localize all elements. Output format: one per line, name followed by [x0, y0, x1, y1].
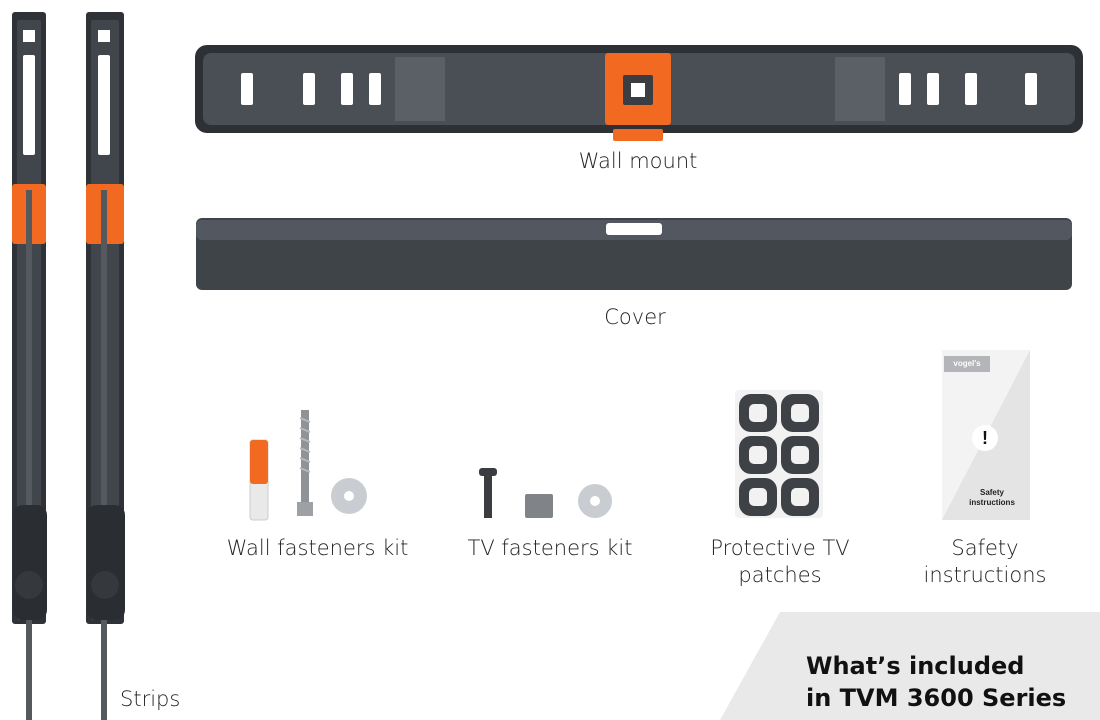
tv-fasteners-image [479, 468, 612, 518]
wall-fasteners-label: Wall fasteners kit [226, 536, 409, 560]
exclamation-icon: ! [972, 425, 998, 451]
booklet-text: Safety instructions [950, 488, 1034, 508]
safety-label-line1: Safety [951, 536, 1019, 560]
wall-mount-image [195, 45, 1083, 141]
booklet-text-line2: instructions [969, 498, 1015, 507]
protective-patches-label-line2: patches [738, 563, 822, 587]
wall-mount-label: Wall mount [578, 149, 698, 173]
cover-label: Cover [604, 305, 666, 329]
safety-label: Safety instructions [915, 535, 1055, 589]
protective-patches-label: Protective TV patches [700, 535, 860, 589]
booklet-text-line1: Safety [979, 488, 1004, 497]
title-banner-text: What’s included in TVM 3600 Series [806, 650, 1066, 714]
title-line1: What’s included [806, 652, 1025, 680]
protective-patches-image [735, 390, 823, 518]
wall-fasteners-image [249, 410, 367, 521]
title-line2: in TVM 3600 Series [806, 684, 1067, 712]
protective-patches-label-line1: Protective TV [710, 536, 850, 560]
cover-image [196, 218, 1072, 290]
safety-booklet: vogel's ! Safety instructions [942, 350, 1030, 520]
title-banner [720, 612, 1100, 720]
tv-fasteners-label: TV fasteners kit [467, 536, 633, 560]
strips-image [12, 12, 125, 720]
booklet-brand: vogel's [953, 359, 981, 368]
safety-label-line2: instructions [923, 563, 1047, 587]
booklet-brand-tag: vogel's [944, 356, 990, 372]
strips-label: Strips [120, 687, 181, 711]
